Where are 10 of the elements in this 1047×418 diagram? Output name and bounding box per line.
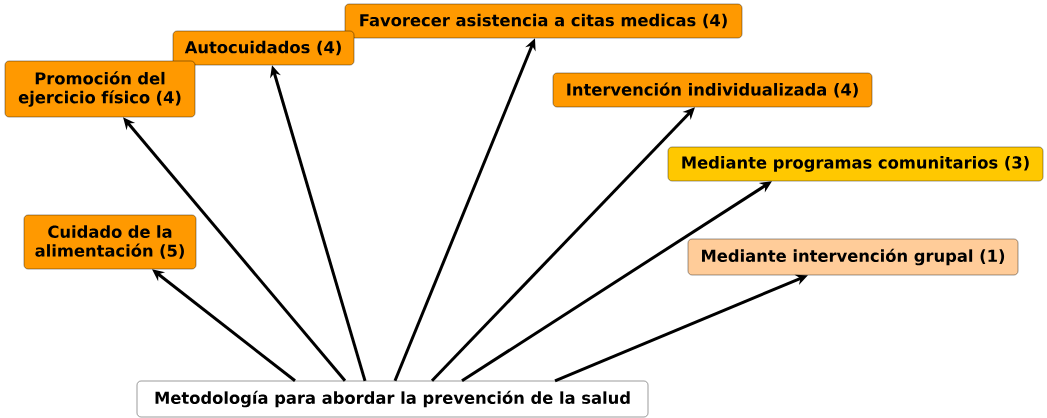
topic-box: Mediante intervención grupal (1) <box>687 238 1019 276</box>
topic-box: Favorecer asistencia a citas medicas (4) <box>344 3 743 39</box>
arrow <box>152 269 296 382</box>
arrow <box>430 107 695 382</box>
root-box: Metodología para abordar la prevención de la salud <box>136 380 649 418</box>
topic-box: Mediante programas comunitarios (3) <box>667 146 1044 182</box>
topic-box: Autocuidados (4) <box>172 30 355 66</box>
topic-box: Cuidado de la alimentación (5) <box>23 214 197 270</box>
topic-box: Promoción del ejercicio físico (4) <box>4 60 196 118</box>
topic-box: Intervención individualizada (4) <box>552 72 873 108</box>
